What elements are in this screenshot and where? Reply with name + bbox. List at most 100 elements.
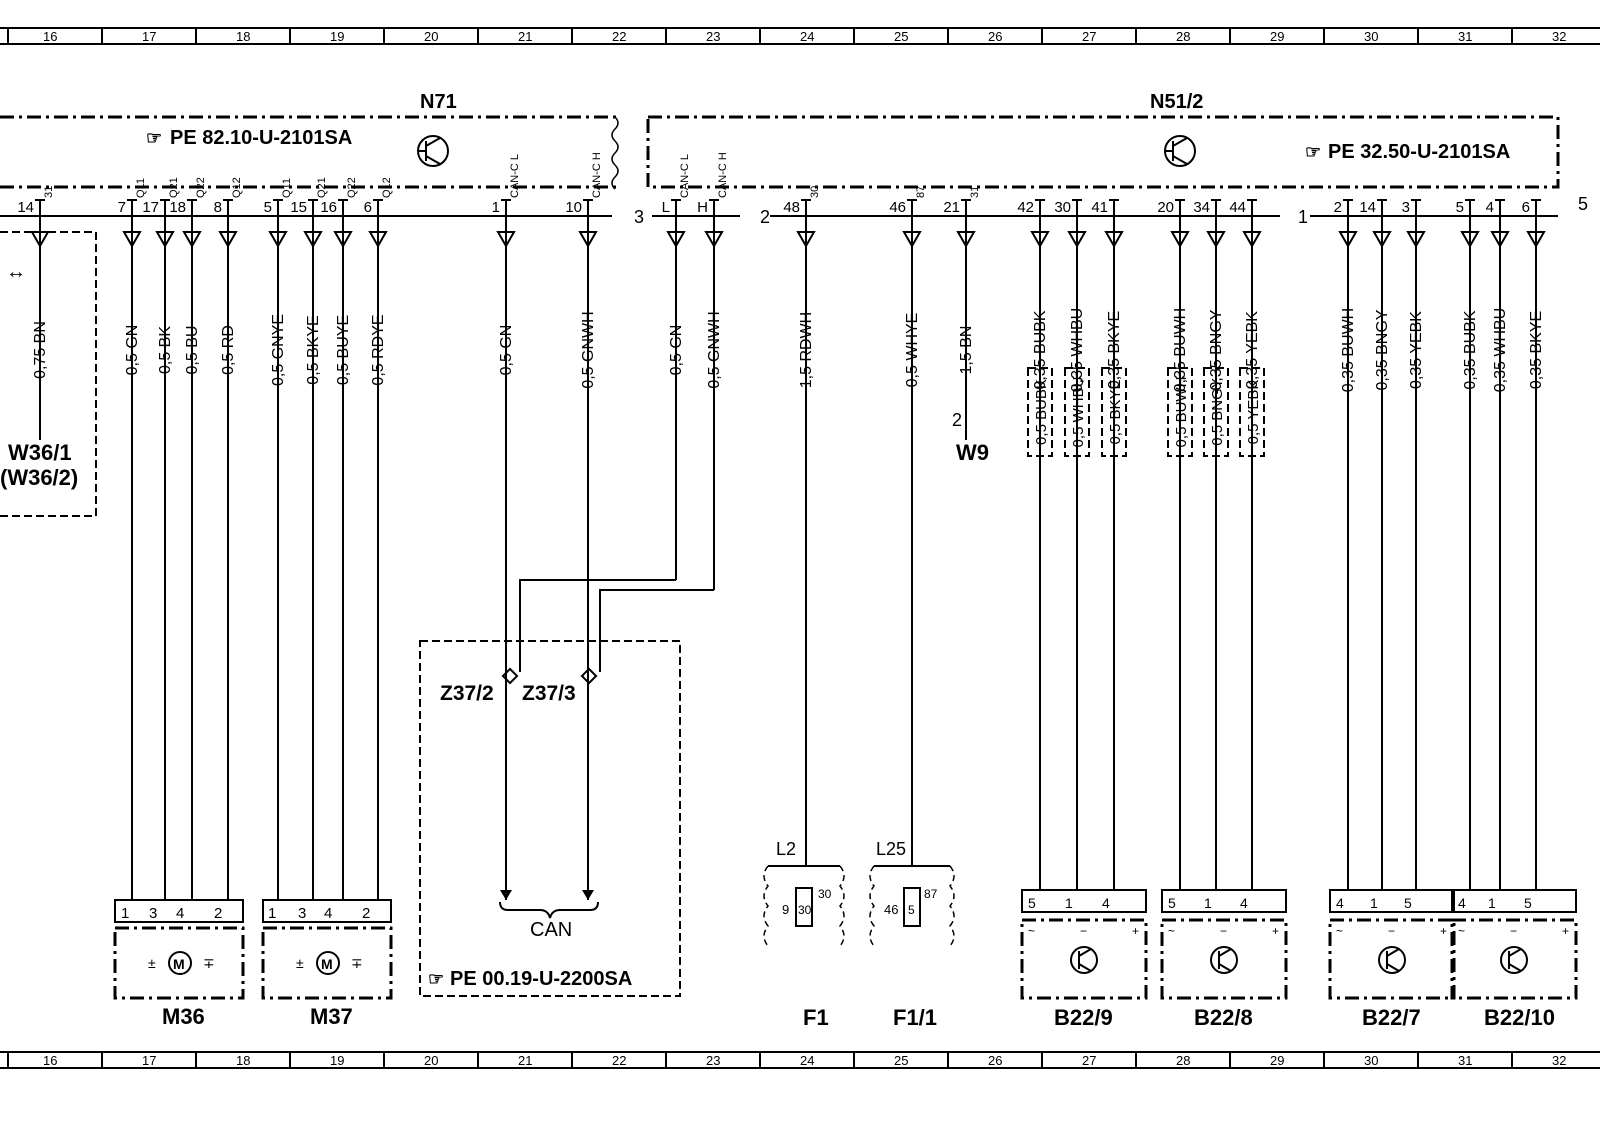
wire-signal-label: 31 [43, 186, 55, 198]
wire-w34: 340,35 BNGY [1193, 199, 1226, 890]
wire-color-label: 0,5 RDYE [370, 314, 387, 385]
grid-column-label: 24 [800, 29, 814, 44]
wire-signal-label: Q12 [231, 177, 243, 198]
grid-column-label: 29 [1270, 1053, 1284, 1068]
wire-w3: 30,35 YEBK [1402, 199, 1426, 890]
wire-color-label: 0,5 BU [184, 326, 201, 375]
wire-color-label: 0,5 GN [668, 325, 685, 376]
wire-direction-icon [122, 231, 142, 249]
grid-column-label: 19 [330, 29, 344, 44]
svg-text:M: M [173, 956, 185, 972]
wire-w4: 40,35 WHBU [1486, 199, 1510, 890]
sensor-pin: 1 [1065, 895, 1073, 911]
motor-m36-name: M36 [162, 1004, 205, 1029]
wire-color-label: 0,35 BKYE [1106, 311, 1123, 389]
motor-m36-pin: 1 [121, 905, 129, 922]
grid-column-label: 20 [424, 1053, 438, 1068]
svg-text:M: M [321, 956, 333, 972]
motor-m37-pin: 1 [268, 905, 276, 922]
wire-pin-label: 18 [169, 199, 186, 216]
wire-pin-label: 46 [889, 199, 906, 216]
module-n71-name: N71 [420, 91, 457, 113]
sensor-pin: 4 [1240, 895, 1248, 911]
wire-direction-icon [796, 231, 816, 249]
wire-signal-label: Q21 [168, 177, 180, 198]
motor-m37-pin: 4 [324, 905, 332, 922]
wire-direction-icon [666, 231, 686, 249]
wire-color-label: 0,35 BNGY [1208, 309, 1225, 390]
wire-direction-icon [1242, 231, 1262, 249]
wire-wH: CAN-C HH0,5 GNWH [697, 152, 729, 590]
wire-color-label: 0,5 WHYE [904, 313, 921, 388]
svg-text:~: ~ [1168, 924, 1175, 938]
wire-color-label: 0,5 GNWH [580, 311, 597, 388]
svg-text:−: − [1220, 924, 1227, 938]
wire-color-label: 0,35 YEBK [1244, 311, 1261, 389]
wire-w44: 440,35 YEBK [1229, 199, 1262, 890]
wire-pin-label: 30 [1054, 199, 1071, 216]
wire-color-label: 1,5 BN [958, 326, 975, 375]
wire-signal-label: Q11 [281, 178, 293, 198]
wire-direction-icon [496, 231, 516, 249]
wire-signal-label: CAN-C L [679, 154, 691, 198]
grid-column-label: 21 [518, 1053, 532, 1068]
wire-direction-icon [704, 231, 724, 249]
svg-text:∓: ∓ [203, 955, 215, 971]
wire-color-label: 0,5 GNWH [706, 311, 723, 388]
transistor-icon [1210, 946, 1238, 974]
wire-color-label: 0,35 BUWH [1172, 308, 1189, 392]
wire-direction-icon [218, 231, 238, 249]
can-box: Z37/2 Z37/3 CAN ☞ PE 00.19-U-2200SA [419, 640, 681, 997]
wire-pin-label: 2 [1334, 199, 1342, 216]
wire-pin-label: 14 [17, 199, 34, 216]
boxed-wire-label: 0,5 WHBU [1064, 367, 1090, 457]
wire-direction-icon [1104, 231, 1124, 249]
grid-column-label: 23 [706, 1053, 720, 1068]
svg-text:−: − [1388, 924, 1395, 938]
wire-pin-label: 3 [1402, 199, 1410, 216]
fuse-f1-num: 9 [782, 902, 789, 917]
wire-color-label: 0,75 BN [32, 321, 49, 379]
wire-w42: 420,35 BUBK [1017, 199, 1050, 890]
wire-signal-label: CAN-C H [717, 152, 729, 198]
wire-pin-label: 7 [118, 199, 126, 216]
sensor-pin: 5 [1028, 895, 1036, 911]
svg-text:0,5 YEBK: 0,5 YEBK [1245, 380, 1262, 445]
grid-column-label: 26 [988, 1053, 1002, 1068]
sensor-name: B22/7 [1362, 1005, 1421, 1030]
module-n71: N71 ☞ PE 82.10-U-2101SA [0, 91, 620, 190]
transistor-icon [1164, 135, 1196, 167]
motor-m36-pin: 2 [214, 905, 222, 922]
wire-pin-label: 1 [492, 199, 500, 216]
wire-color-label: 0,5 GNYE [270, 314, 287, 386]
wire-color-label: 0,5 GN [124, 325, 141, 376]
wire-direction-icon [1030, 231, 1050, 249]
motor-m37-name: M37 [310, 1004, 353, 1029]
svg-text:+: + [1562, 924, 1569, 938]
connector-number: 2 [760, 207, 770, 227]
grid-column-label: 24 [800, 1053, 814, 1068]
fuse-f1-1-num: 46 [884, 902, 898, 917]
svg-text:0,5 WHBU: 0,5 WHBU [1070, 377, 1087, 448]
svg-text:−: − [1080, 924, 1087, 938]
svg-text:~: ~ [1336, 924, 1343, 938]
grid-column-label: 19 [330, 1053, 344, 1068]
can-ref-icon: ☞ [428, 969, 444, 989]
wire-direction-icon [1526, 231, 1546, 249]
wire-w2: 20,35 BUWH [1334, 199, 1358, 890]
fuse-f1-conn: L2 [776, 839, 796, 859]
wire-direction-icon [333, 231, 353, 249]
wire-direction-icon [155, 231, 175, 249]
sensor-pin: 1 [1488, 895, 1496, 911]
svg-text:∓: ∓ [351, 955, 363, 971]
svg-text:+: + [1132, 924, 1139, 938]
boxed-wire-label: 0,5 YEBK [1239, 367, 1265, 457]
